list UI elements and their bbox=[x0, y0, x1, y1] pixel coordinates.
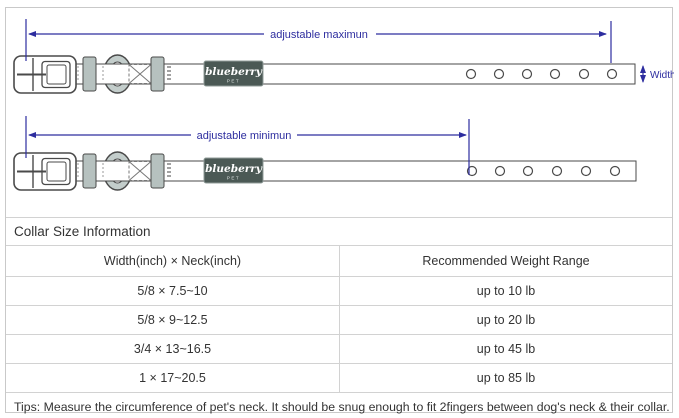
collar-diagram: blueberry PET adjustable ma bbox=[6, 8, 674, 217]
size-cell: 3/4 × 13~16.5 bbox=[6, 335, 340, 363]
weight-cell: up to 85 lb bbox=[476, 371, 536, 385]
adjustment-holes bbox=[465, 68, 618, 80]
table-row: 5/8 × 9~12.5 up to 20 lb bbox=[6, 305, 672, 334]
cross-stitch-box bbox=[128, 64, 152, 84]
brand-logo-patch: blueberry PET bbox=[203, 157, 264, 184]
table-header-row: Width(inch) × Neck(inch) Recommended Wei… bbox=[6, 245, 672, 276]
cross-stitch-box bbox=[128, 161, 152, 181]
keeper-slide bbox=[150, 56, 165, 92]
weight-cell: up to 45 lb bbox=[476, 342, 536, 356]
tips-note: Tips: Measure the circumference of pet's… bbox=[6, 392, 672, 418]
brand-logo-text: blueberry bbox=[205, 66, 263, 78]
header-size-column: Width(inch) × Neck(inch) bbox=[6, 246, 340, 276]
brand-logo-text: blueberry bbox=[205, 163, 263, 175]
buckle-icon bbox=[13, 55, 77, 94]
brand-logo-subtext: PET bbox=[227, 176, 240, 181]
keeper-slide bbox=[82, 56, 97, 92]
weight-cell: up to 20 lb bbox=[476, 313, 536, 327]
collar-bottom: blueberry PET bbox=[13, 151, 637, 191]
header-weight-column: Recommended Weight Range bbox=[422, 254, 590, 268]
keeper-slide bbox=[82, 153, 97, 189]
size-cell: 1 × 17~20.5 bbox=[6, 364, 340, 392]
buckle-icon bbox=[13, 152, 77, 191]
collar-top: blueberry PET bbox=[13, 54, 636, 94]
table-row: 3/4 × 13~16.5 up to 45 lb bbox=[6, 334, 672, 363]
brand-logo-patch: blueberry PET bbox=[203, 60, 264, 87]
content-frame: blueberry PET adjustable ma bbox=[5, 7, 674, 414]
table-row: 5/8 × 7.5~10 up to 10 lb bbox=[6, 276, 672, 305]
strap-stamp-marks bbox=[167, 163, 171, 177]
adjustable-maximum-annotation bbox=[25, 19, 612, 63]
keeper-slide bbox=[150, 153, 165, 189]
adjustment-holes bbox=[466, 165, 621, 177]
size-cell: 5/8 × 7.5~10 bbox=[6, 277, 340, 305]
stitch-marks bbox=[77, 66, 104, 82]
adjustable-maximum-label: adjustable maximun bbox=[270, 29, 368, 41]
brand-logo-subtext: PET bbox=[227, 79, 240, 84]
width-label: Width bbox=[650, 70, 674, 81]
size-cell: 5/8 × 9~12.5 bbox=[6, 306, 340, 334]
stitch-marks bbox=[77, 163, 104, 179]
adjustable-minimum-label: adjustable minimun bbox=[197, 130, 292, 142]
strap-stamp-marks bbox=[167, 66, 171, 80]
table-row: 1 × 17~20.5 up to 85 lb bbox=[6, 363, 672, 392]
table-title: Collar Size Information bbox=[6, 217, 672, 245]
adjustable-minimum-annotation bbox=[25, 116, 470, 175]
weight-cell: up to 10 lb bbox=[476, 284, 536, 298]
